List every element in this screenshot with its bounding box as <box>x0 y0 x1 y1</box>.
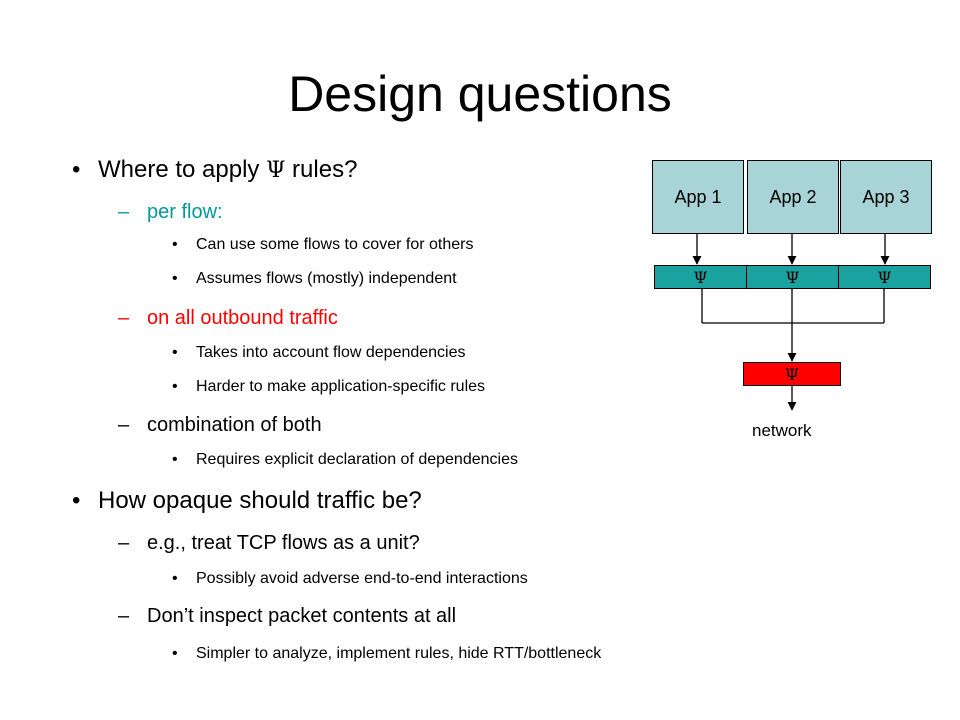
item-simpler: • Simpler to analyze, implement rules, h… <box>172 645 602 662</box>
dash-marker: – <box>118 201 130 223</box>
app-box-3: App 3 <box>840 160 932 234</box>
psi-cell-1: Ψ <box>654 265 747 289</box>
app-box-2: App 2 <box>747 160 839 234</box>
subbullet-text: combination of both <box>147 414 322 436</box>
subbullet-per-flow: – per flow: <box>118 201 223 224</box>
bullet-marker: • <box>72 156 81 183</box>
dash-marker: – <box>118 307 130 329</box>
subbullet-text: Don’t inspect packet contents at all <box>147 605 457 627</box>
item-app-specific: • Harder to make application-specific ru… <box>172 378 486 395</box>
subbullet-combination: – combination of both <box>118 414 322 437</box>
bullet-how-opaque: • How opaque should traffic be? <box>72 487 422 515</box>
dash-marker: – <box>118 414 130 436</box>
subbullet-outbound: – on all outbound traffic <box>118 307 338 330</box>
psi-symbol: Ψ <box>266 158 286 183</box>
subbullet-text: e.g., treat TCP flows as a unit? <box>147 532 420 554</box>
subbullet-text: on all outbound traffic <box>147 307 338 329</box>
subbullet-tcp: – e.g., treat TCP flows as a unit? <box>118 532 420 555</box>
network-label: network <box>752 421 812 440</box>
psi-cell-3: Ψ <box>838 265 931 289</box>
bullet-text: Where to apply Ψ rules? <box>98 156 358 183</box>
bullet-marker: • <box>72 487 81 514</box>
item-dependencies: • Takes into account flow dependencies <box>172 344 466 361</box>
subbullet-inspect: – Don’t inspect packet contents at all <box>118 605 456 628</box>
bullet-where-to-apply: • Where to apply Ψ rules? <box>72 156 357 184</box>
dash-marker: – <box>118 532 130 554</box>
item-independent: • Assumes flows (mostly) independent <box>172 270 457 287</box>
item-explicit-declaration: • Requires explicit declaration of depen… <box>172 451 518 468</box>
item-cover-flows: • Can use some flows to cover for others <box>172 236 474 253</box>
psi-diagram: App 1 App 2 App 3 Ψ Ψ Ψ Ψ network <box>640 150 940 450</box>
slide-title: Design questions <box>288 66 672 122</box>
dash-marker: – <box>118 605 130 627</box>
app-box-1: App 1 <box>652 160 744 234</box>
subbullet-text: per flow: <box>147 201 223 223</box>
bullet-text: How opaque should traffic be? <box>98 487 422 514</box>
psi-aggregate: Ψ <box>743 362 841 386</box>
item-adverse-interactions: • Possibly avoid adverse end-to-end inte… <box>172 570 528 587</box>
diagram-wires <box>692 234 890 411</box>
psi-cell-2: Ψ <box>746 265 839 289</box>
